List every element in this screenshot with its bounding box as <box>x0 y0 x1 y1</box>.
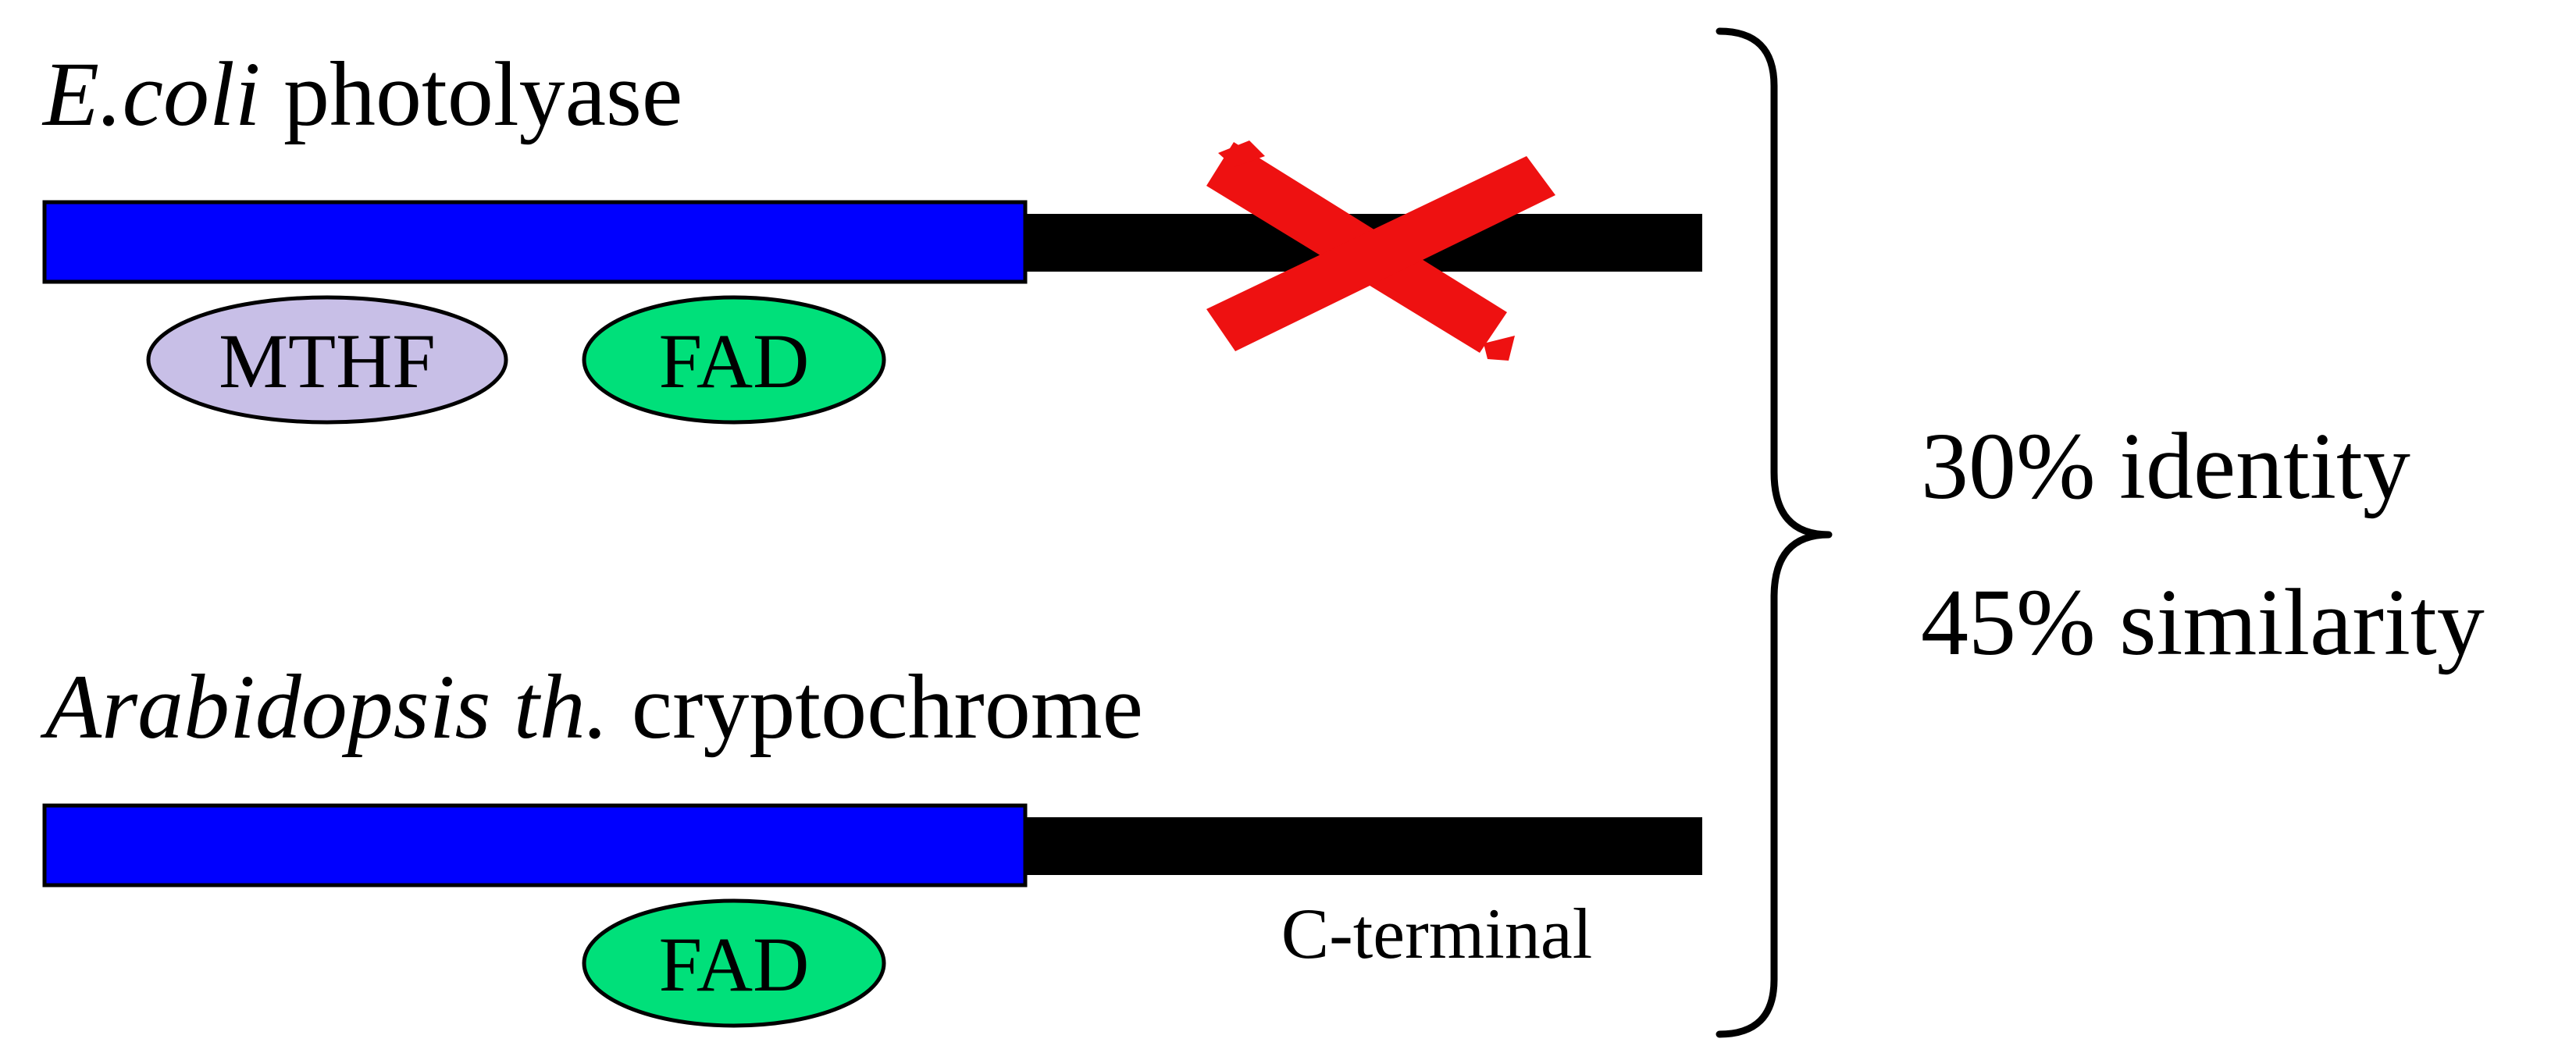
mthf-ellipse <box>146 295 508 425</box>
cryptochrome-group: Arabidopsis th. cryptochrome FAD C-termi… <box>40 656 1702 1028</box>
cross-stroke-2 <box>1206 156 1555 351</box>
cryptochrome-organism: Arabidopsis th. <box>40 656 608 758</box>
photolyase-conserved-domain <box>42 200 1028 284</box>
similarity-stats: 30% identity 45% similarity <box>1921 414 2485 675</box>
fad-ellipse-cryptochrome <box>582 898 886 1028</box>
fad-ellipse-photolyase <box>582 295 886 425</box>
c-terminal-label: C-terminal <box>1281 894 1593 973</box>
cofactor-fad-photolyase: FAD <box>582 295 886 425</box>
cryptochrome-title: Arabidopsis th. cryptochrome <box>40 656 1143 758</box>
cofactor-fad-cryptochrome: FAD <box>582 898 886 1028</box>
absent-c-terminal-cross <box>1206 141 1555 361</box>
cross-rough-edge-1 <box>1218 141 1265 167</box>
identity-stat: 30% identity <box>1921 414 2410 519</box>
mthf-label: MTHF <box>219 318 436 404</box>
fad-label-cryptochrome: FAD <box>659 921 810 1008</box>
comparison-brace <box>1716 27 1833 1038</box>
cross-rough-edge-2 <box>1484 336 1515 361</box>
similarity-stat: 45% similarity <box>1921 570 2485 675</box>
cryptochrome-conserved-domain <box>42 803 1028 887</box>
cryptochrome-c-terminal-bar <box>1023 817 1702 875</box>
cofactor-mthf: MTHF <box>146 295 508 425</box>
photolyase-protein: photolyase <box>283 43 682 145</box>
photolyase-title: E.coli photolyase <box>41 43 682 145</box>
photolyase-organism: E.coli <box>41 43 261 145</box>
cryptochrome-protein: cryptochrome <box>632 656 1143 758</box>
fad-label-photolyase: FAD <box>659 318 810 404</box>
photolyase-group: E.coli photolyase MTHF FAD <box>41 43 1702 425</box>
